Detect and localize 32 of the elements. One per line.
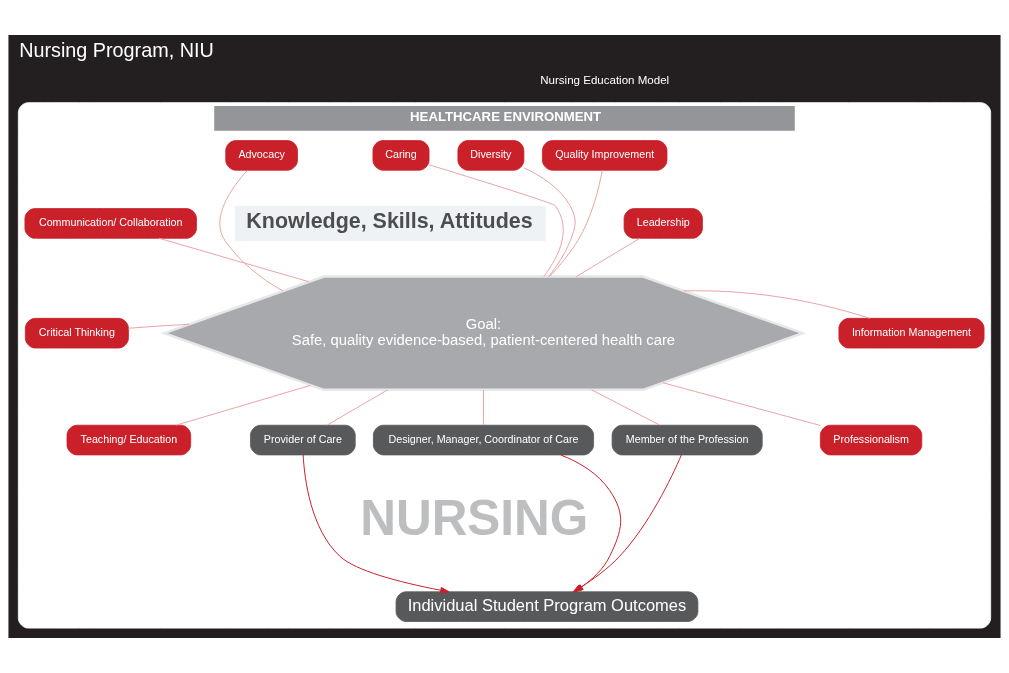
connector	[428, 164, 564, 277]
connector	[219, 169, 284, 292]
node-box: Professionalism	[819, 424, 923, 456]
connector	[523, 167, 576, 278]
label: NURSING	[360, 489, 589, 545]
node-box: Caring	[372, 140, 430, 171]
node-box: Member of the Profession	[611, 424, 763, 456]
node-box: Critical Thinking	[24, 317, 129, 349]
label: Nursing Education Model	[540, 74, 670, 87]
connector	[175, 384, 312, 426]
node-box: Diversity	[457, 140, 525, 171]
connector	[482, 389, 484, 426]
connector	[158, 237, 310, 283]
node-box: Teaching/ Education	[66, 424, 192, 456]
node-box: Individual Student Program Outcomes	[395, 591, 699, 622]
node-box: Quality Improvement	[542, 140, 668, 171]
node-box: Leadership	[623, 208, 703, 239]
node-box: Designer, Manager, Coordinator of Care	[372, 424, 594, 456]
node-box: Information Management	[838, 317, 985, 349]
connector	[683, 290, 871, 319]
connector	[326, 389, 389, 426]
diagram-title: Nursing Program, NIU	[19, 39, 214, 62]
connector	[549, 169, 603, 278]
node-box: Provider of Care	[250, 424, 356, 456]
node-box: Communication/ Collaboration	[24, 208, 197, 239]
label: Knowledge, Skills, Attitudes	[246, 208, 533, 233]
connector	[591, 389, 661, 426]
arrow	[302, 454, 450, 594]
connector	[128, 323, 190, 329]
connector	[575, 237, 641, 278]
connector	[662, 382, 821, 426]
node-box: Advocacy	[225, 140, 298, 171]
